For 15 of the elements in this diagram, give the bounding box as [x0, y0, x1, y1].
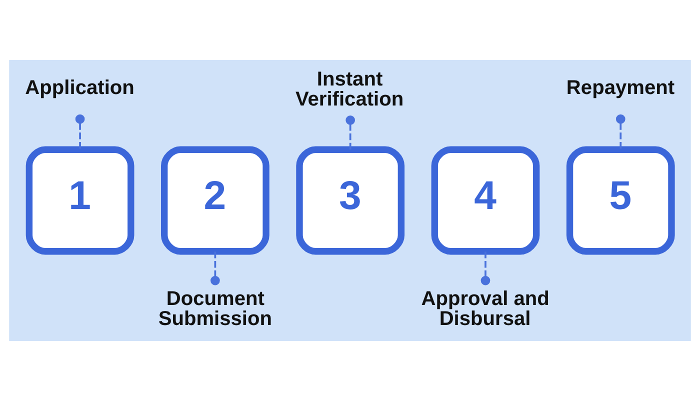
node-text: Application: [25, 76, 134, 99]
node-box: 1: [26, 146, 134, 254]
node-text: Document Submission: [158, 287, 272, 330]
connector: [616, 114, 626, 150]
node-box: 2: [161, 146, 270, 254]
connector: [480, 251, 490, 285]
connector: [75, 114, 85, 150]
node-text: Repayment: [566, 76, 675, 99]
node-text: Instant Verification: [295, 68, 404, 110]
node-text: Approval and Disbursal: [421, 287, 550, 330]
node-box: 3: [296, 146, 405, 254]
connector: [210, 251, 220, 285]
node-box: 4: [431, 146, 540, 254]
connector: [346, 114, 356, 150]
node-box: 5: [566, 146, 675, 254]
